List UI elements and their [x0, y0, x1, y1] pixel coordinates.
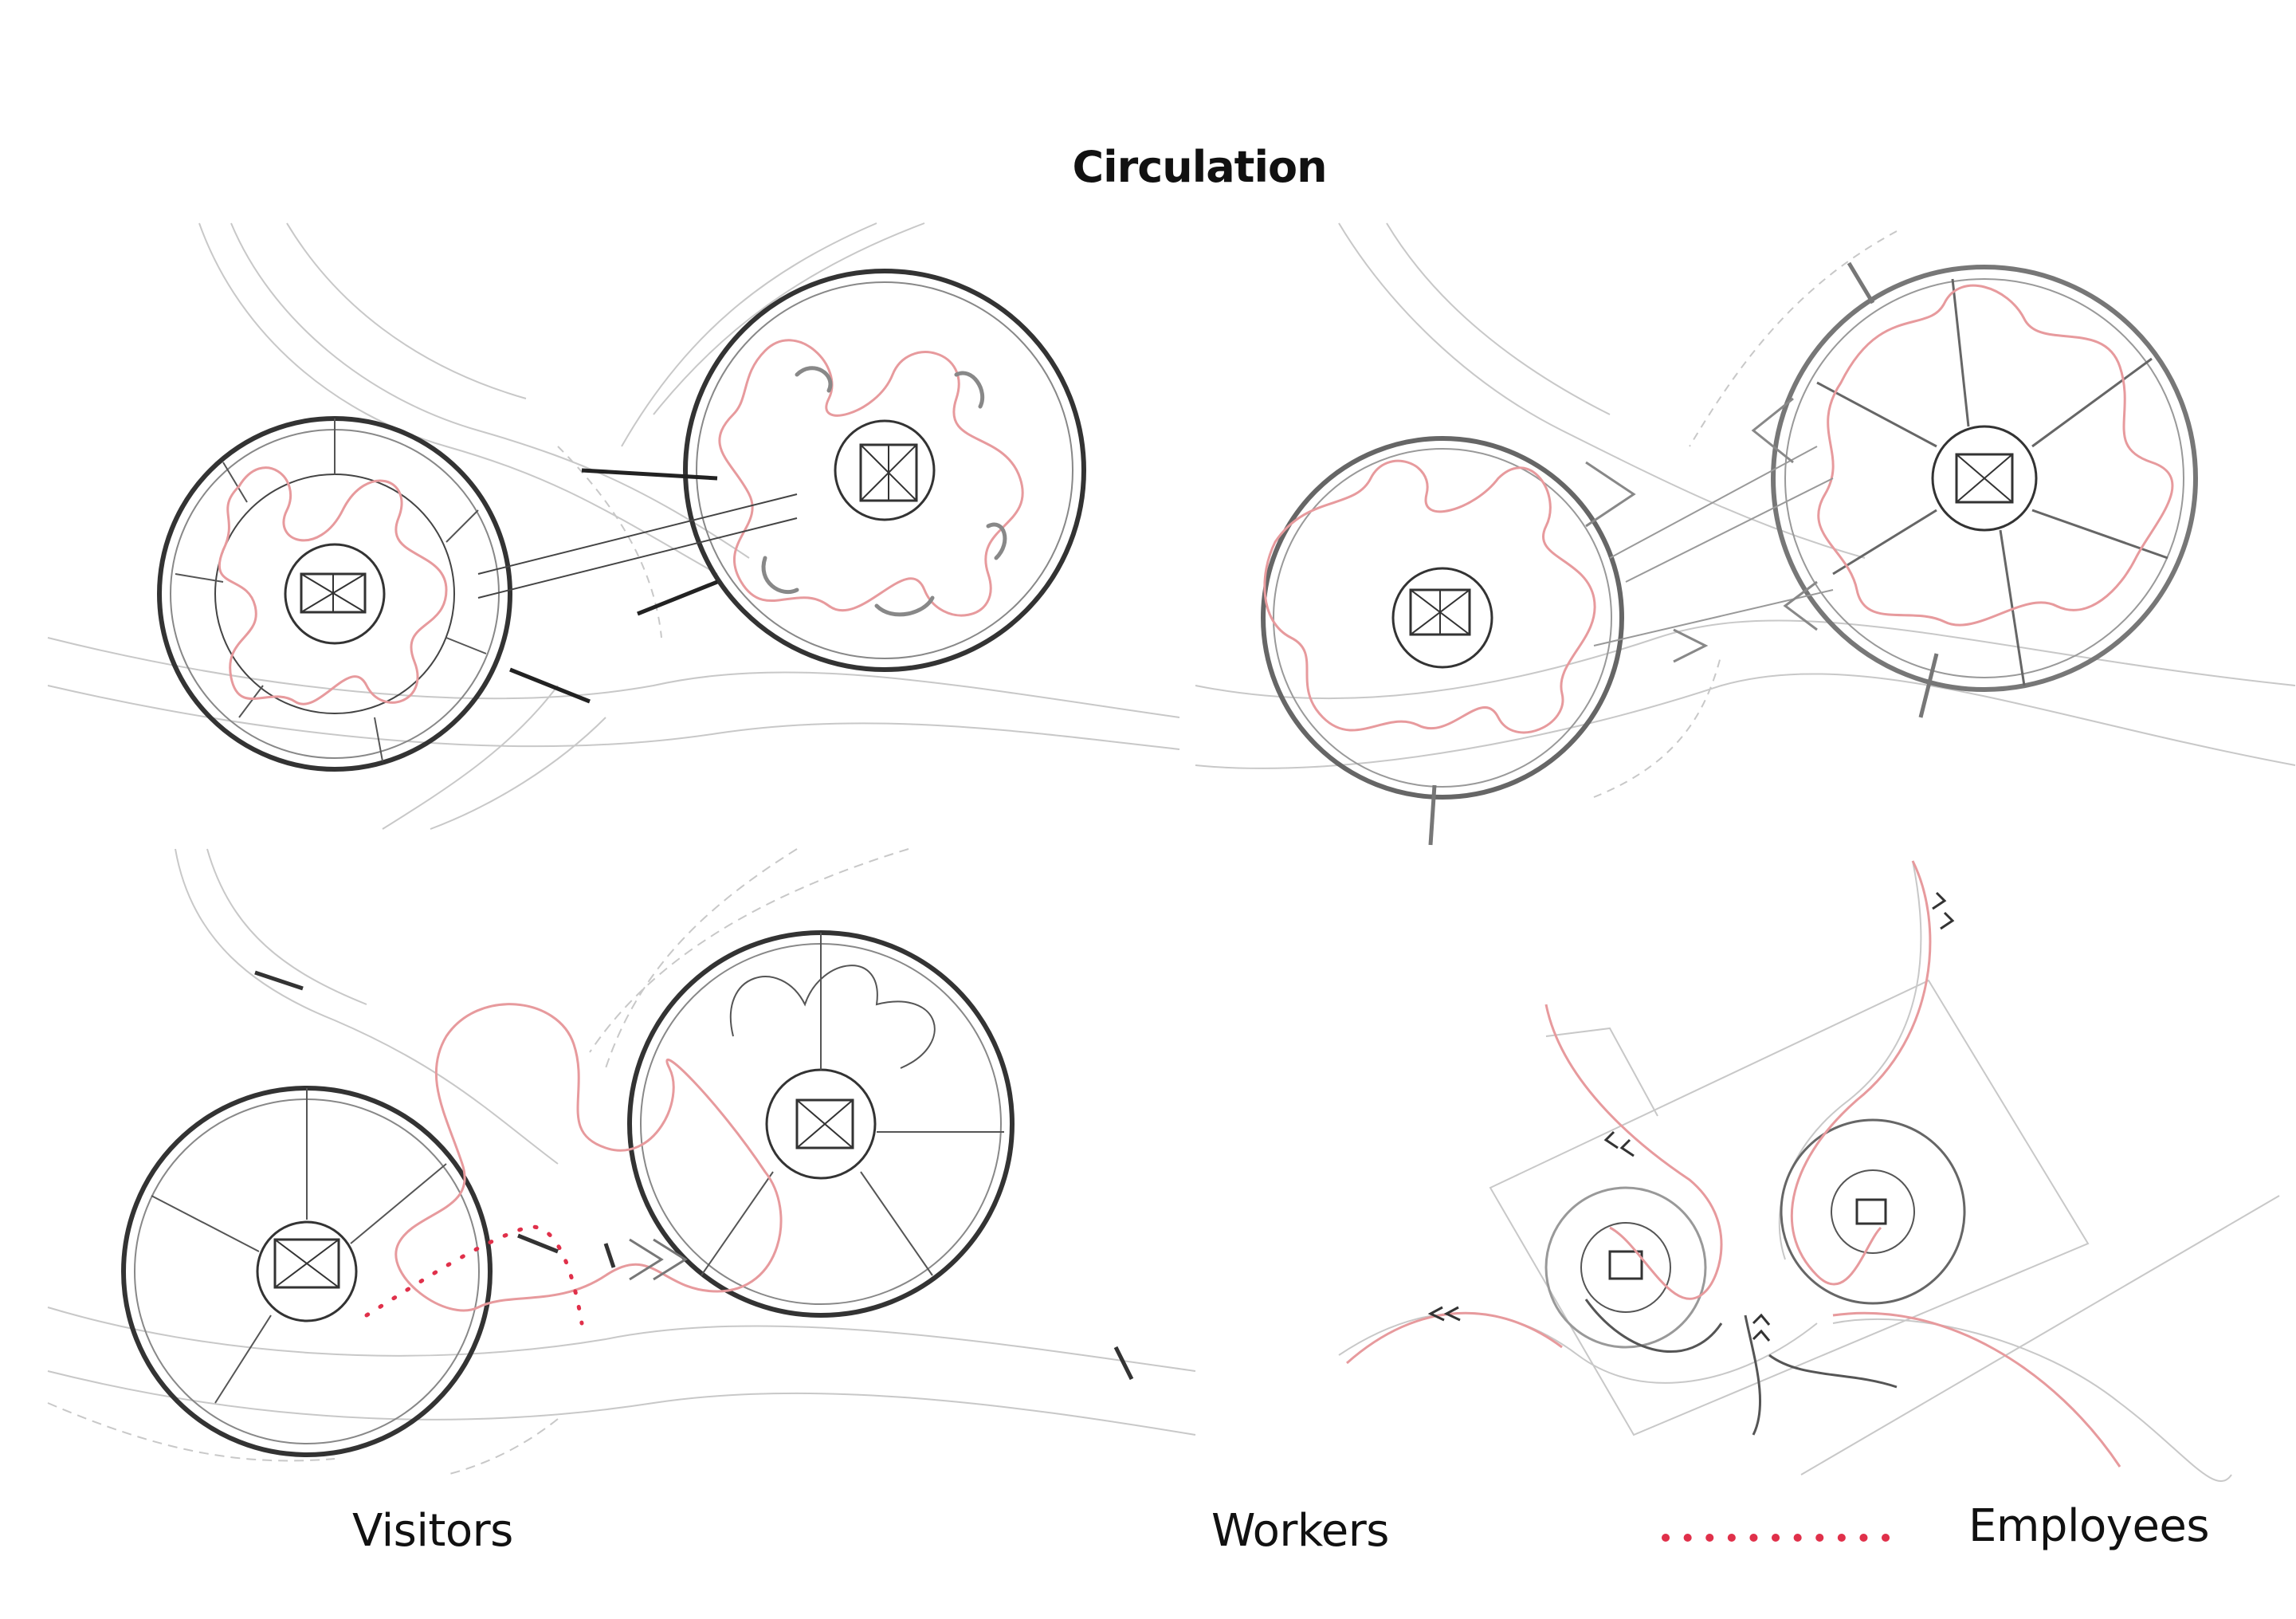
plan-bottom-right: [1338, 860, 2280, 1482]
legend-visitors: Visitors: [352, 1505, 513, 1557]
legend-workers: Workers: [1211, 1505, 1389, 1557]
diagram-title: Circulation: [1072, 142, 1327, 192]
plan-bottom-left: [47, 848, 1196, 1476]
plan-top-left: [47, 222, 1180, 830]
plan-top-right: [1195, 222, 2296, 846]
legend-employees: Employees: [1968, 1500, 2210, 1552]
